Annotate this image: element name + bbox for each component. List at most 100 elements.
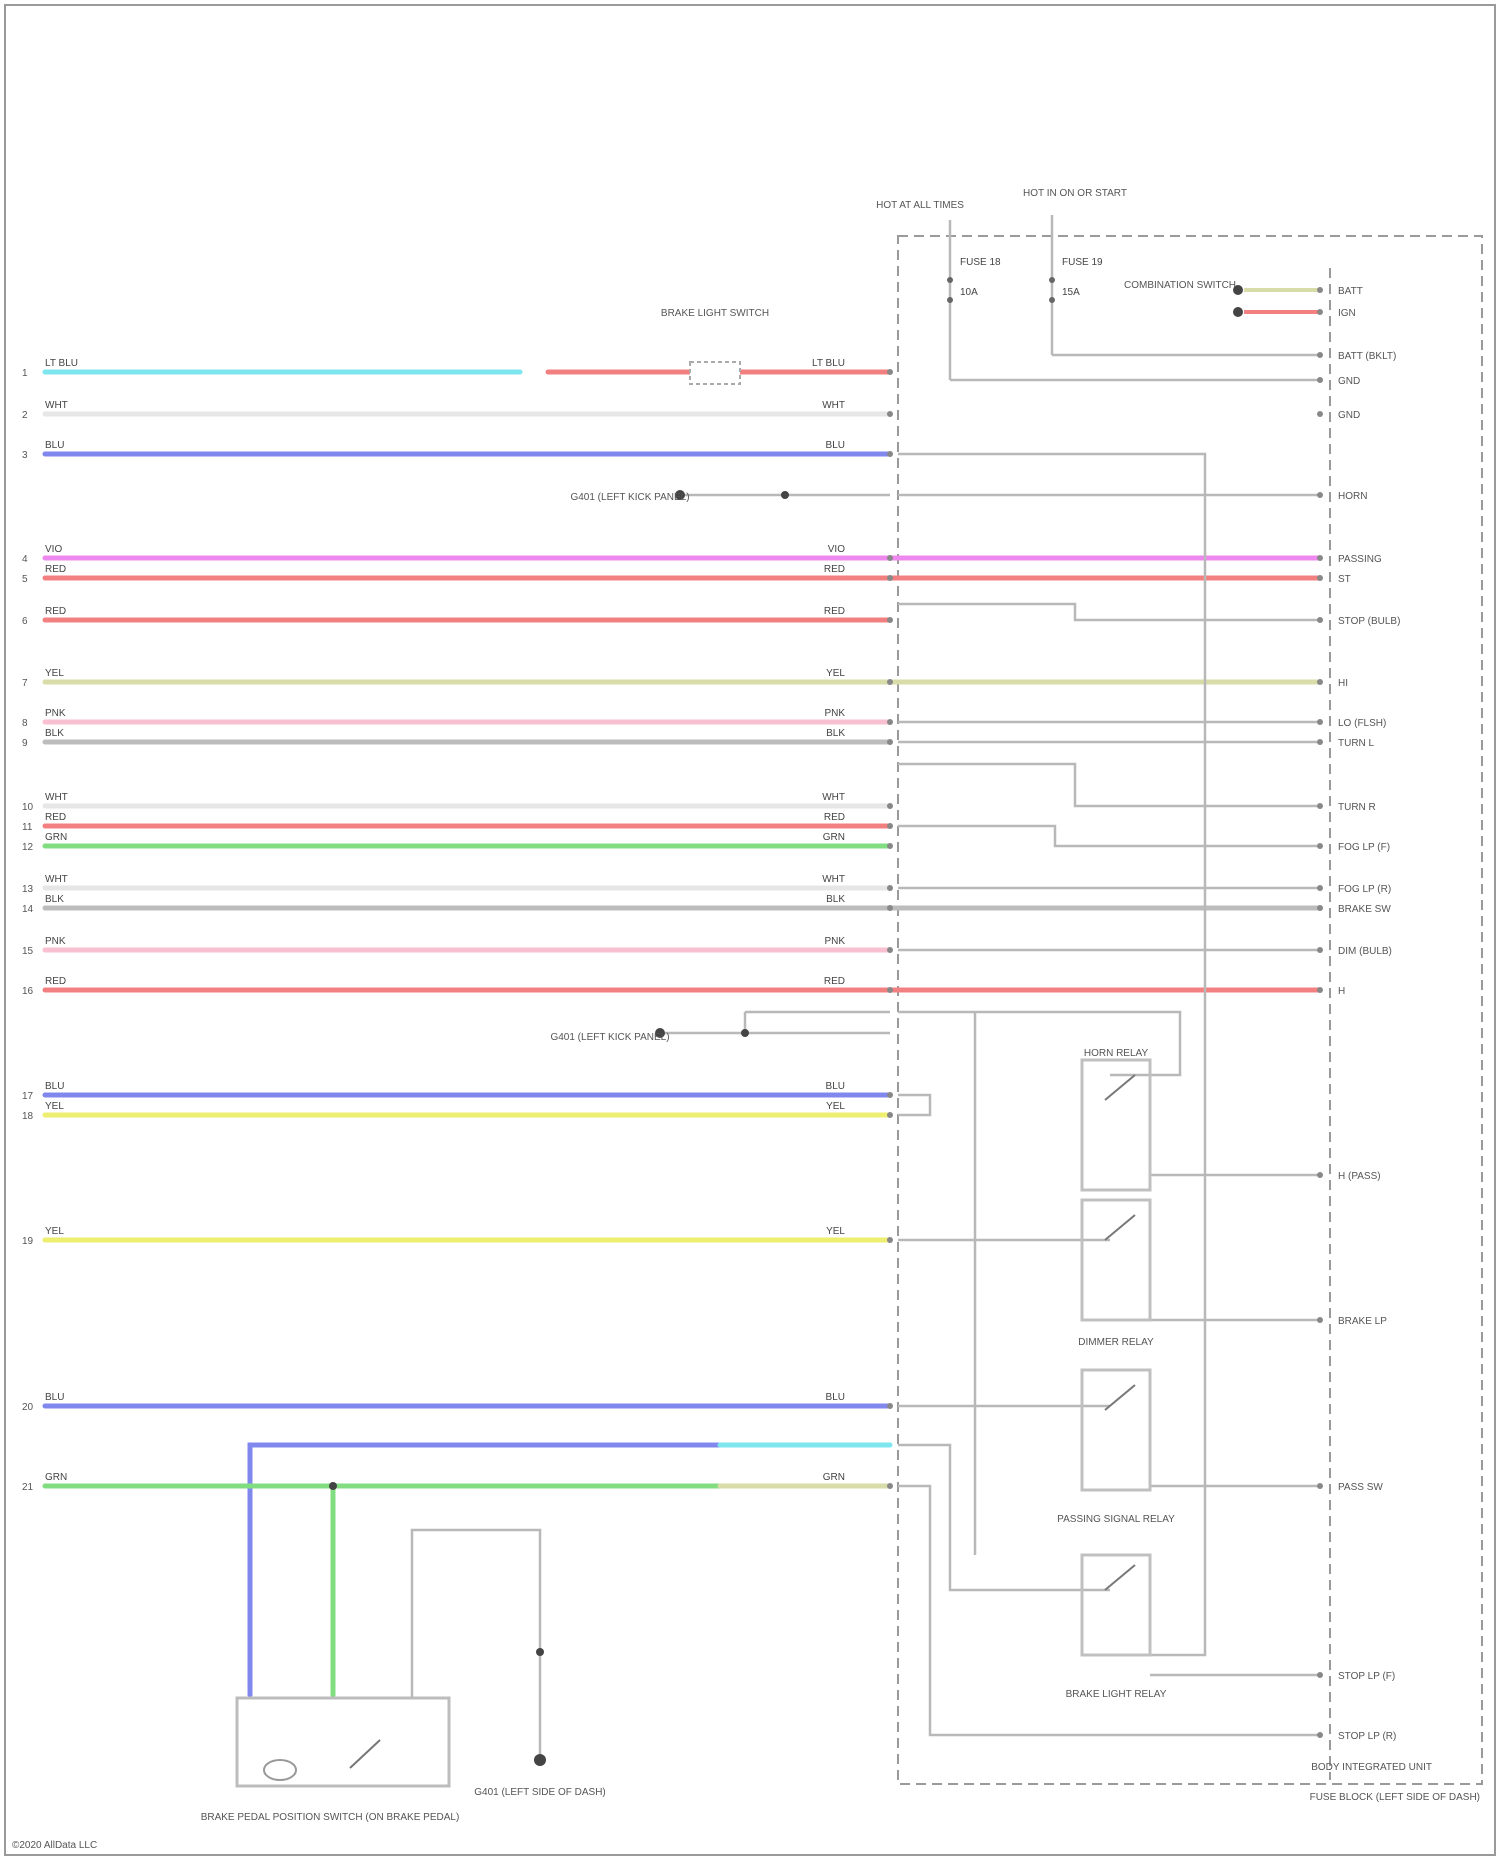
dimmer-relay-switch-icon (1105, 1215, 1135, 1240)
wire-code-left: BLK (45, 894, 64, 905)
row-number: 4 (22, 554, 28, 565)
connector-terminal (887, 369, 893, 375)
passing-relay-box (1082, 1370, 1150, 1490)
bcm-pin (1317, 309, 1323, 315)
brake-relay-label: BRAKE LIGHT RELAY (1066, 1689, 1167, 1700)
wire-code-left: GRN (45, 832, 67, 843)
wire-code-right: WHT (822, 792, 845, 803)
splice-dot-4 (536, 1648, 544, 1656)
row-number: 17 (22, 1091, 34, 1102)
fuse-18-amp: 10A (960, 287, 978, 298)
row-number: 9 (22, 738, 28, 749)
relay-passing: PASSING SIGNAL RELAY (1057, 1370, 1175, 1525)
ground-bottom-wire (412, 1530, 540, 1760)
wire-code-right: BLU (826, 1081, 845, 1092)
bcm-pin (1317, 1672, 1323, 1678)
row-number: 3 (22, 450, 28, 461)
row-number: 1 (22, 368, 28, 379)
dimmer-relay-label: DIMMER RELAY (1078, 1337, 1154, 1348)
connector-terminal (887, 1403, 893, 1409)
wire-code-right: RED (824, 606, 845, 617)
wire-code-right: LT BLU (812, 358, 845, 369)
connector-terminal (887, 843, 893, 849)
bcm-pin-label: HI (1338, 678, 1348, 689)
bcm-pin (1317, 411, 1323, 417)
bcm-label: BODY INTEGRATED UNIT (1311, 1762, 1432, 1773)
bcm-pin-label: STOP LP (F) (1338, 1671, 1395, 1682)
row-number: 6 (22, 616, 28, 627)
wire-code-right: YEL (826, 668, 845, 679)
connector-terminal (887, 1483, 893, 1489)
brake-switch-label: BRAKE LIGHT SWITCH (661, 308, 769, 319)
connector-terminal (887, 905, 893, 911)
fuse-19-icon-b (1049, 297, 1055, 303)
wire-code-left: GRN (45, 1472, 67, 1483)
row-number: 7 (22, 678, 28, 689)
wire-code-right: BLU (826, 440, 845, 451)
brake-switch-component (690, 362, 740, 384)
brake-pedal-switch-icon (264, 1760, 296, 1780)
footer-source: ©2020 AllData LLC (12, 1840, 97, 1851)
bcm-pin-label: DIM (BULB) (1338, 946, 1392, 957)
wire-code-right: YEL (826, 1226, 845, 1237)
connector-terminal (887, 679, 893, 685)
wire-code-left: VIO (45, 544, 62, 555)
internal-wire-6 (898, 604, 1318, 620)
passing-relay-switch-icon (1105, 1385, 1135, 1410)
bcm-pin (1317, 1732, 1323, 1738)
internal-bus-blu (898, 454, 1205, 1655)
bcm-pin-label: GND (1338, 410, 1360, 421)
row-number: 15 (22, 946, 34, 957)
fuse-hot-ign-label: HOT IN ON OR START (1023, 188, 1127, 199)
wire-code-left: BLK (45, 728, 64, 739)
splice-dot-3 (329, 1482, 337, 1490)
horn-relay-switch-icon (1105, 1075, 1135, 1100)
bcm-pin-label: BATT (BKLT) (1338, 351, 1396, 362)
bcm-pin-label: IGN (1338, 308, 1356, 319)
bcm-pin (1317, 803, 1323, 809)
ground-bottom-label: G401 (LEFT SIDE OF DASH) (474, 1787, 606, 1798)
bcm-pin (1317, 987, 1323, 993)
wire-code-left: BLU (45, 1392, 64, 1403)
fuse-box-label: FUSE BLOCK (LEFT SIDE OF DASH) (1310, 1792, 1480, 1803)
fuse-block-outline (898, 236, 1482, 1784)
fuse-18-icon-b (947, 297, 953, 303)
connector-terminal (887, 1112, 893, 1118)
bcm-pin (1317, 885, 1323, 891)
wire-code-right: RED (824, 564, 845, 575)
brake-pedal-switch-box (237, 1698, 449, 1786)
wire-group: BRAKE LIGHT SWITCH G401 (LEFT KICK PANEL… (45, 308, 1318, 1695)
bcm-pin-label: LO (FLSH) (1338, 718, 1386, 729)
page-border (5, 5, 1495, 1855)
relay-dimmer: DIMMER RELAY (1078, 1200, 1154, 1348)
internal-wire-10 (898, 764, 1318, 806)
fuse-hot-always-label: HOT AT ALL TIMES (876, 200, 964, 211)
wire-code-left: YEL (45, 1101, 64, 1112)
wire-code-left: YEL (45, 668, 64, 679)
bcm-pin-label: STOP LP (R) (1338, 1731, 1396, 1742)
relay-brake: BRAKE LIGHT RELAY (1066, 1555, 1167, 1700)
bcm-pin-label: TURN L (1338, 738, 1375, 749)
bcm-pin-label: PASS SW (1338, 1482, 1383, 1493)
brake-relay-box (1082, 1555, 1150, 1655)
row-number: 12 (22, 842, 34, 853)
connector-dot-b (1233, 307, 1243, 317)
bcm-pin (1317, 947, 1323, 953)
wire-code-right: PNK (824, 708, 845, 719)
row-number: 19 (22, 1236, 34, 1247)
connector-terminal (887, 451, 893, 457)
wire-code-right: PNK (824, 936, 845, 947)
wire-code-right: RED (824, 812, 845, 823)
wire-code-left: WHT (45, 874, 68, 885)
wire-code-right: WHT (822, 400, 845, 411)
fuse-19-amp: 15A (1062, 287, 1080, 298)
bcm-pin-label: ST (1338, 574, 1351, 585)
bcm-pin (1317, 352, 1323, 358)
combination-switch-label: COMBINATION SWITCH (1124, 280, 1236, 291)
row-number: 5 (22, 574, 28, 585)
row-number: 13 (22, 884, 34, 895)
row-number: 11 (22, 822, 33, 833)
wire-code-right: GRN (823, 832, 845, 843)
connector-terminal (887, 575, 893, 581)
wire-brake-blu (250, 1445, 720, 1695)
